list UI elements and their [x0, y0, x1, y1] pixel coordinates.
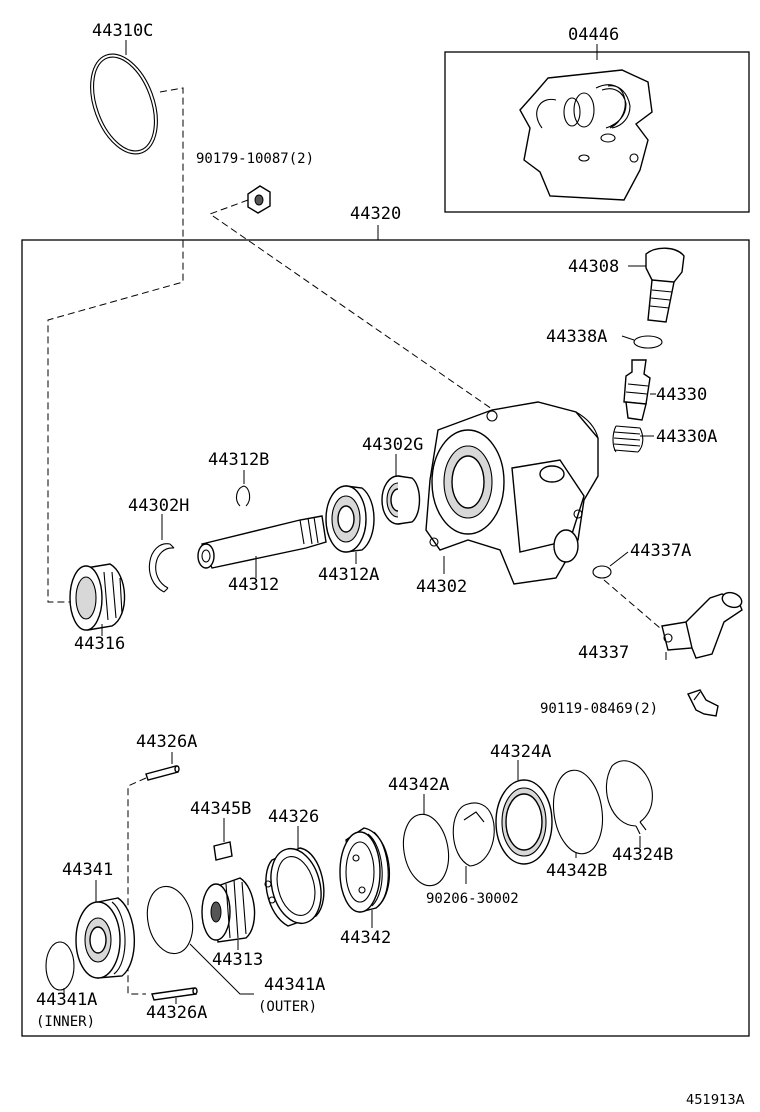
- label-44324B: 44324B: [612, 845, 673, 865]
- label-44312: 44312: [228, 575, 279, 595]
- label-outer-note: (OUTER): [258, 999, 317, 1015]
- part-44337-suction-port-union[interactable]: [661, 590, 744, 659]
- catalog-code: 451913A: [686, 1093, 745, 1108]
- label-44316: 44316: [74, 634, 125, 654]
- label-44313: 44313: [212, 950, 263, 970]
- label-44337: 44337: [578, 643, 629, 663]
- part-90119-08469-bolt[interactable]: [687, 689, 719, 717]
- dash-44337A-to-44337: [603, 579, 661, 629]
- part-44345B-vane[interactable]: [213, 841, 233, 861]
- part-44337A-o-ring[interactable]: [592, 565, 612, 579]
- label-44326A-top: 44326A: [136, 732, 197, 752]
- part-44341A-outer-gasket[interactable]: [141, 882, 198, 958]
- part-44341A-inner-plate[interactable]: [45, 941, 75, 991]
- part-44324B-snap-ring[interactable]: [605, 760, 653, 835]
- part-44310C-ring[interactable]: [78, 45, 170, 163]
- label-44330A: 44330A: [656, 427, 717, 447]
- part-44338A-o-ring[interactable]: [633, 335, 663, 349]
- part-44342B-o-ring[interactable]: [548, 767, 607, 857]
- part-44330A-spring[interactable]: [612, 425, 644, 453]
- label-44341A-outer: 44341A: [264, 975, 325, 995]
- label-44338A: 44338A: [546, 327, 607, 347]
- part-90179-10087-nut[interactable]: [247, 185, 271, 214]
- label-44308: 44308: [568, 257, 619, 277]
- leader-44337A: [609, 551, 629, 567]
- assembly-44320-frame: [21, 239, 750, 1037]
- label-04446: 04446: [568, 25, 619, 45]
- part-44312A-bearing[interactable]: [325, 485, 375, 553]
- part-44312B-snap-ring[interactable]: [235, 485, 251, 507]
- part-44326A-pin-top[interactable]: [145, 765, 180, 781]
- dash-44326A-pins: [127, 777, 147, 995]
- label-44320: 44320: [350, 204, 401, 224]
- part-44324A-seal[interactable]: [495, 779, 553, 865]
- leader-44341A-outer: [189, 943, 254, 995]
- label-44312A: 44312A: [318, 565, 379, 585]
- dash-nut-to-housing: [208, 199, 561, 457]
- part-44342A-o-ring[interactable]: [398, 811, 454, 890]
- part-44312-shaft[interactable]: [197, 515, 327, 569]
- label-90119-08469: 90119-08469(2): [540, 701, 658, 717]
- part-44308-flow-control-valve[interactable]: [645, 247, 685, 323]
- label-44326A-bottom: 44326A: [146, 1003, 207, 1023]
- label-44302H: 44302H: [128, 496, 189, 516]
- label-90206-30002: 90206-30002: [426, 891, 519, 907]
- part-04446-gasket-kit[interactable]: [519, 69, 653, 201]
- label-44302: 44302: [416, 577, 467, 597]
- part-90206-30002-clip[interactable]: [452, 802, 495, 867]
- part-44302H-snap-ring[interactable]: [148, 543, 175, 593]
- label-44341A-inner: 44341A: [36, 990, 97, 1010]
- part-44302-pump-housing[interactable]: [425, 401, 599, 585]
- label-inner-note: (INNER): [36, 1014, 95, 1030]
- label-44345B: 44345B: [190, 799, 251, 819]
- label-44342: 44342: [340, 928, 391, 948]
- label-44326: 44326: [268, 807, 319, 827]
- part-44330-union-seat[interactable]: [623, 359, 651, 421]
- part-44302G-bearing[interactable]: [381, 475, 421, 525]
- label-44312B: 44312B: [208, 450, 269, 470]
- part-44316-oil-seal[interactable]: [69, 563, 126, 631]
- part-44326-cam-ring[interactable]: [264, 843, 329, 928]
- part-44342-front-plate[interactable]: [339, 827, 390, 913]
- label-44337A: 44337A: [630, 541, 691, 561]
- label-44302G: 44302G: [362, 435, 423, 455]
- label-44324A: 44324A: [490, 742, 551, 762]
- part-44326A-pin-bottom[interactable]: [151, 987, 198, 1001]
- label-44341: 44341: [62, 860, 113, 880]
- dash-44310C-to-44316: [47, 87, 184, 603]
- label-44342A: 44342A: [388, 775, 449, 795]
- leader-44338A: [621, 335, 635, 341]
- part-44341-side-plate[interactable]: [75, 897, 135, 979]
- label-44330: 44330: [656, 385, 707, 405]
- part-44313-rotor[interactable]: [201, 877, 256, 943]
- label-44310C: 44310C: [92, 21, 153, 41]
- label-44342B: 44342B: [546, 861, 607, 881]
- label-90179-10087: 90179-10087(2): [196, 151, 314, 167]
